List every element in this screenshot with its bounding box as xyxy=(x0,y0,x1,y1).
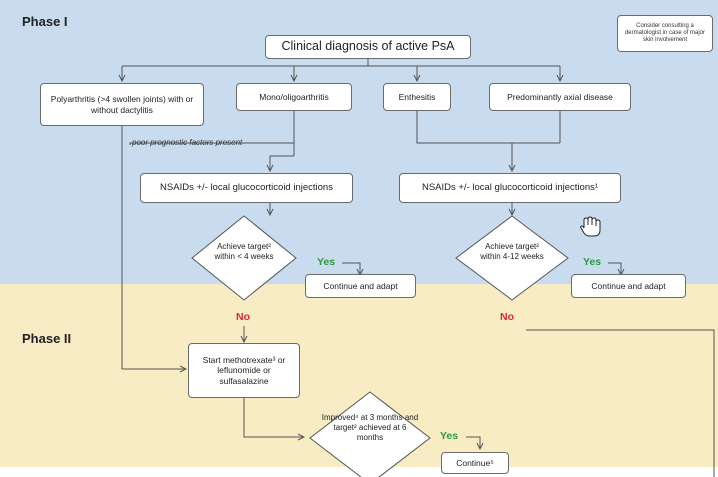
dermatologist-note: Consider consulting a dermatologist in c… xyxy=(617,15,713,52)
decision-diamond-left xyxy=(191,215,297,301)
no-label-left: No xyxy=(236,311,250,323)
yes-label-bottom: Yes xyxy=(440,430,459,442)
polyarthritis-box: Polyarthritis (>4 swollen joints) with o… xyxy=(40,83,204,126)
yes-label-right: Yes xyxy=(583,256,602,268)
diagnosis-box: Clinical diagnosis of active PsA xyxy=(265,35,471,59)
decision-diamond-right xyxy=(455,215,569,301)
yes-label-left: Yes xyxy=(317,256,336,268)
achieve-right-text: Achieve target² within 4-12 weeks xyxy=(480,242,544,261)
nsaids-right-box: NSAIDs +/- local glucocorticoid injectio… xyxy=(399,173,621,203)
continue-adapt-right: Continue and adapt xyxy=(571,274,686,298)
achieve-left-text: Achieve target² within < 4 weeks xyxy=(214,242,274,261)
axial-disease-box: Predominantly axial disease xyxy=(489,83,631,111)
mono-oligoarthritis-box: Mono/oligoarthritis xyxy=(236,83,352,111)
start-methotrexate-box: Start methotrexate³ or leflunomide or su… xyxy=(188,343,300,398)
no-label-right: No xyxy=(500,311,514,323)
continue-adapt-left: Continue and adapt xyxy=(305,274,416,298)
enthesitis-box: Enthesitis xyxy=(383,83,451,111)
poor-prognostic-label: poor prognostic factors present xyxy=(132,138,243,147)
decision-diamond-bottom xyxy=(309,391,431,477)
improved-text: Improved⁴ at 3 months and target² achiev… xyxy=(321,413,419,442)
nsaids-left-box: NSAIDs +/- local glucocorticoid injectio… xyxy=(140,173,353,203)
continue-box: Continue⁵ xyxy=(441,452,509,474)
phase1-title: Phase I xyxy=(22,14,68,29)
phase2-title: Phase II xyxy=(22,331,72,346)
